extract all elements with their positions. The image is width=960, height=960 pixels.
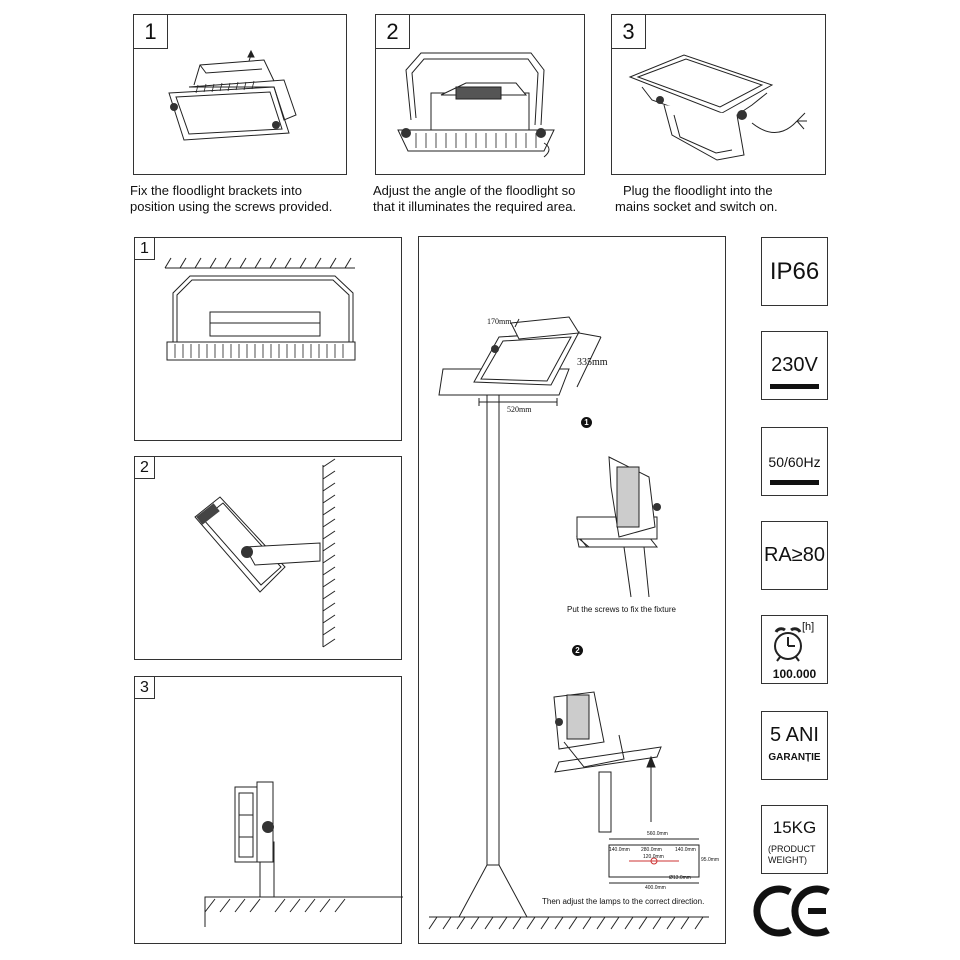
frequency-text: 50/60Hz	[768, 454, 821, 470]
caption-line: position using the screws provided.	[130, 199, 333, 214]
floodlight-plug-illustration	[628, 54, 807, 161]
cri-badge: RA≥80	[761, 521, 828, 590]
caption-line: Adjust the angle of the floodlight so	[373, 183, 576, 198]
plan-dim-hole: Ø13.0mm	[669, 875, 691, 881]
warranty-years: 5 ANI	[770, 724, 819, 746]
weight-note-2: WEIGHT)	[768, 855, 807, 865]
ce-mark-graphic	[753, 885, 830, 937]
lifetime-value: 100.000	[772, 667, 817, 681]
weight-badge: 15KG (PRODUCT WEIGHT)	[761, 805, 828, 874]
mount-number-3: 3	[135, 677, 155, 699]
pole-step-1-marker: 1	[581, 417, 592, 428]
mount-number-2: 2	[135, 457, 155, 479]
plan-dim-total: 560.0mm	[647, 831, 668, 837]
step-number-2: 2	[376, 15, 410, 49]
mount-number-1: 1	[135, 238, 155, 260]
wall-mount-panel: 2	[134, 456, 402, 660]
plan-dim-depth: 95.0mm	[701, 857, 720, 863]
ip-rating-badge: IP66	[761, 237, 828, 306]
ip-rating-text: IP66	[769, 258, 820, 285]
warranty-label: GARANȚIE	[768, 752, 821, 763]
ground-mount-illustration	[204, 781, 403, 927]
voltage-badge: 230V	[761, 331, 828, 400]
voltage-bar	[770, 384, 819, 389]
pole-step-1-note: Put the screws to fix the fixture	[567, 605, 676, 614]
step-panel-3: 3	[611, 14, 826, 175]
frequency-badge: 50/60Hz	[761, 427, 828, 496]
dimension-width-label: 520mm	[507, 405, 532, 414]
frequency-bar	[770, 480, 819, 485]
lifetime-unit: [h]	[802, 621, 815, 633]
plan-dim-right: 140.0mm	[675, 847, 696, 853]
dimension-length-label: 335mm	[577, 357, 608, 368]
caption-line: Plug the floodlight into the	[623, 183, 773, 198]
dimension-height-label: 170mm	[487, 317, 512, 326]
wall-mount-illustration	[194, 458, 336, 648]
step-caption-3: Plug the floodlight into the mains socke…	[615, 183, 778, 215]
weight-value: 15KG	[772, 818, 817, 837]
plan-dim-bottom: 400.0mm	[645, 885, 666, 891]
step-number-1: 1	[134, 15, 168, 49]
ce-mark-icon	[750, 880, 840, 940]
ceiling-mount-illustration	[164, 257, 356, 361]
ceiling-mount-panel: 1	[134, 237, 402, 441]
plan-dim-center: 280.0mm	[641, 847, 662, 853]
step-caption-2: Adjust the angle of the floodlight so th…	[373, 183, 576, 215]
ground-mount-panel: 3	[134, 676, 403, 944]
pole-step-2-note: Then adjust the lamps to the correct dir…	[542, 897, 705, 906]
plan-dim-left: 140.0mm	[609, 847, 630, 853]
step-panel-1: 1	[133, 14, 347, 175]
caption-line: Fix the floodlight brackets into	[130, 183, 302, 198]
step-caption-1: Fix the floodlight brackets into positio…	[130, 183, 332, 215]
voltage-text: 230V	[771, 354, 818, 376]
pole-mount-illustration	[428, 316, 709, 930]
pole-mount-panel: 170mm 335mm 520mm 1 Put the screws to fi…	[418, 236, 726, 944]
weight-note-1: (PRODUCT	[768, 844, 816, 854]
alarm-clock-icon	[774, 627, 802, 662]
step-panel-2: 2	[375, 14, 585, 175]
floodlight-bracket-illustration	[168, 49, 297, 141]
step-number-3: 3	[612, 15, 646, 49]
cri-text: RA≥80	[763, 544, 825, 566]
floodlight-angle-illustration	[397, 52, 555, 158]
caption-line: that it illuminates the required area.	[373, 199, 577, 214]
plan-dim-inner: 120.0mm	[643, 854, 664, 860]
pole-step-2-marker: 2	[572, 645, 583, 656]
warranty-badge: 5 ANI GARANȚIE	[761, 711, 828, 780]
caption-line: mains socket and switch on.	[615, 199, 778, 214]
lifetime-badge: [h] 100.000	[761, 615, 828, 684]
